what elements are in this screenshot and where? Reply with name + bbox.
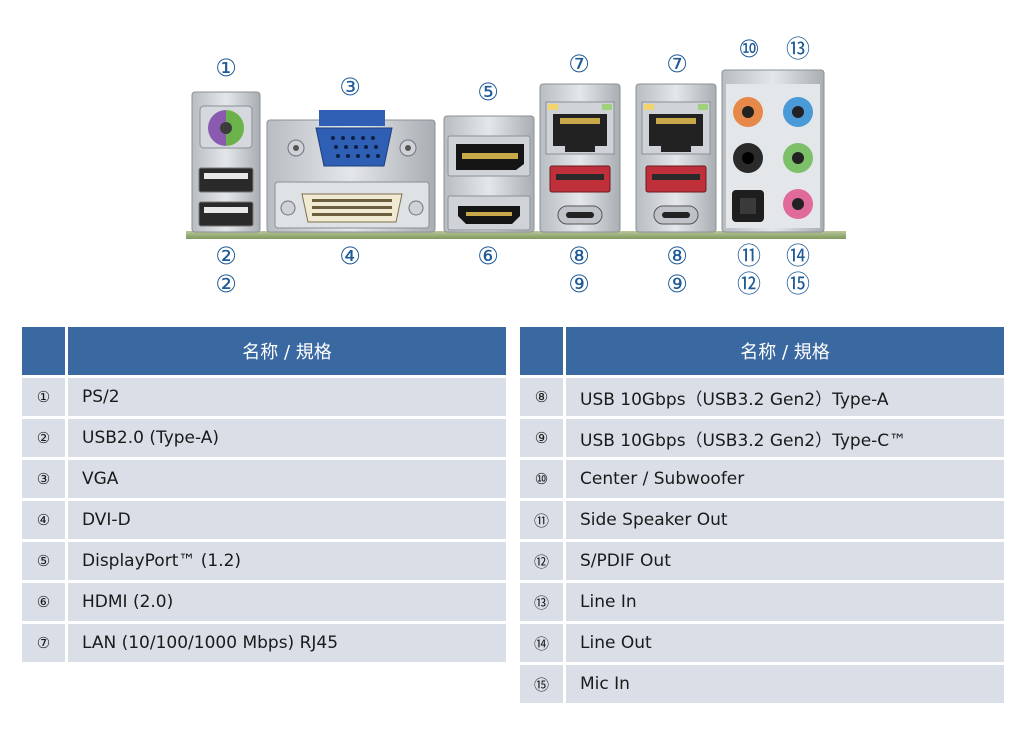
usb20-port-top bbox=[198, 167, 254, 193]
row-num: ③ bbox=[22, 460, 68, 498]
row-label: Center / Subwoofer bbox=[566, 460, 1004, 498]
audio-jack-center-sub bbox=[733, 97, 763, 127]
row-num: ⑭ bbox=[520, 624, 566, 662]
row-label: PS/2 bbox=[68, 378, 506, 416]
callout-mic-in: ⑮ bbox=[786, 270, 810, 298]
row-label: Line Out bbox=[566, 624, 1004, 662]
audio-jack-side-speaker bbox=[733, 143, 763, 173]
callout-hdmi: ⑥ bbox=[477, 242, 499, 270]
row-label: DVI-D bbox=[68, 501, 506, 539]
callout-usb20-bottom: ② bbox=[215, 270, 237, 298]
header-label: 名称 / 規格 bbox=[566, 327, 1004, 375]
callout-usba-2: ⑧ bbox=[666, 242, 688, 270]
audio-jack-line-in bbox=[783, 97, 813, 127]
callout-lan-1: ⑦ bbox=[568, 50, 590, 78]
callout-vga: ③ bbox=[339, 73, 361, 101]
callout-usbc-1: ⑨ bbox=[568, 270, 590, 298]
row-label: USB2.0 (Type-A) bbox=[68, 419, 506, 457]
row-num: ⑮ bbox=[520, 665, 566, 703]
dp-hdmi-stack bbox=[443, 115, 535, 233]
table-header-row: 名称 / 規格 bbox=[520, 327, 1004, 375]
ps2-usb-stack bbox=[191, 91, 261, 233]
row-label: USB 10Gbps（USB3.2 Gen2）Type-A bbox=[566, 378, 1004, 416]
callout-side-speaker: ⑪ bbox=[737, 242, 761, 270]
callout-usbc-2: ⑨ bbox=[666, 270, 688, 298]
row-num: ⑥ bbox=[22, 583, 68, 621]
callout-line-out: ⑭ bbox=[786, 242, 810, 270]
callout-center-sub: ⑩ bbox=[738, 35, 760, 63]
row-label: LAN (10/100/1000 Mbps) RJ45 bbox=[68, 624, 506, 662]
row-label: DisplayPort™ (1.2) bbox=[68, 542, 506, 580]
row-num: ④ bbox=[22, 501, 68, 539]
vga-dvi-stack bbox=[266, 110, 436, 233]
callout-displayport: ⑤ bbox=[477, 78, 499, 106]
callout-usb20-top: ② bbox=[215, 242, 237, 270]
row-num: ⑤ bbox=[22, 542, 68, 580]
row-label: Side Speaker Out bbox=[566, 501, 1004, 539]
row-label: HDMI (2.0) bbox=[68, 583, 506, 621]
lan-usb-stack-1 bbox=[539, 83, 621, 233]
spdif-port bbox=[732, 190, 764, 222]
audio-jack-line-out bbox=[783, 143, 813, 173]
row-num: ② bbox=[22, 419, 68, 457]
callout-usba-1: ⑧ bbox=[568, 242, 590, 270]
header-num-cell bbox=[520, 327, 566, 375]
row-num: ⑦ bbox=[22, 624, 68, 662]
row-num: ⑪ bbox=[520, 501, 566, 539]
row-num: ⑨ bbox=[520, 419, 566, 457]
usb20-port-bottom bbox=[198, 201, 254, 227]
row-label: VGA bbox=[68, 460, 506, 498]
lan-usb-stack-2 bbox=[635, 83, 717, 233]
callout-spdif: ⑫ bbox=[737, 270, 761, 298]
row-num: ⑧ bbox=[520, 378, 566, 416]
row-label: Line In bbox=[566, 583, 1004, 621]
header-num-cell bbox=[22, 327, 68, 375]
pcb-board bbox=[186, 231, 846, 239]
row-num: ⑩ bbox=[520, 460, 566, 498]
header-label: 名称 / 規格 bbox=[68, 327, 506, 375]
callout-ps2: ① bbox=[215, 54, 237, 82]
callout-lan-2: ⑦ bbox=[666, 50, 688, 78]
io-panel-diagram: ① ② ② ③ ④ ⑤ ⑥ ⑦ ⑧ ⑨ ⑦ ⑧ ⑨ ⑩ ⑬ ⑪ ⑫ ⑭ ⑮ bbox=[186, 35, 846, 298]
row-label: S/PDIF Out bbox=[566, 542, 1004, 580]
row-label: Mic In bbox=[566, 665, 1004, 703]
row-num: ① bbox=[22, 378, 68, 416]
row-label: USB 10Gbps（USB3.2 Gen2）Type-C™ bbox=[566, 419, 1004, 457]
row-num: ⑫ bbox=[520, 542, 566, 580]
audio-jack-mic-in bbox=[783, 189, 813, 219]
row-num: ⑬ bbox=[520, 583, 566, 621]
callout-dvi: ④ bbox=[339, 242, 361, 270]
callout-line-in: ⑬ bbox=[786, 35, 810, 63]
table-header-row: 名称 / 規格 bbox=[22, 327, 506, 375]
audio-stack bbox=[721, 69, 825, 233]
